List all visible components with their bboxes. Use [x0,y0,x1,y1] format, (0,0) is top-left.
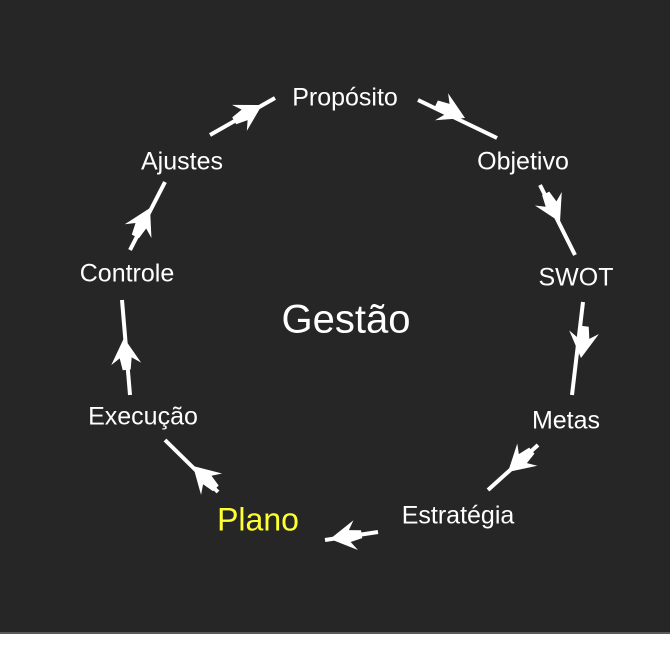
cycle-arrows [111,93,599,550]
step-proposito: Propósito [292,83,398,112]
arrowhead-icon [124,208,152,239]
arrowhead-icon [330,520,363,550]
step-controle: Controle [79,259,175,288]
step-swot: SWOT [538,263,614,292]
arrowhead-icon [434,93,465,121]
arrowhead-icon [111,338,142,371]
step-estrategia: Estratégia [401,501,515,530]
cycle-diagram: Gestão Propósito Objetivo SWOT Metas Est… [0,0,670,634]
step-objetivo: Objetivo [477,147,569,176]
arrowhead-icon [193,466,223,495]
center-title: Gestão [281,297,411,342]
arrowhead-icon [534,191,562,222]
arrowhead-icon [231,104,262,131]
connector-line [417,98,498,140]
step-ajustes: Ajustes [141,147,223,176]
step-metas: Metas [531,406,601,435]
step-plano: Plano [217,501,299,538]
arrowhead-icon [569,325,599,358]
step-execucao: Execução [88,402,198,431]
arrowhead-icon [508,443,538,472]
